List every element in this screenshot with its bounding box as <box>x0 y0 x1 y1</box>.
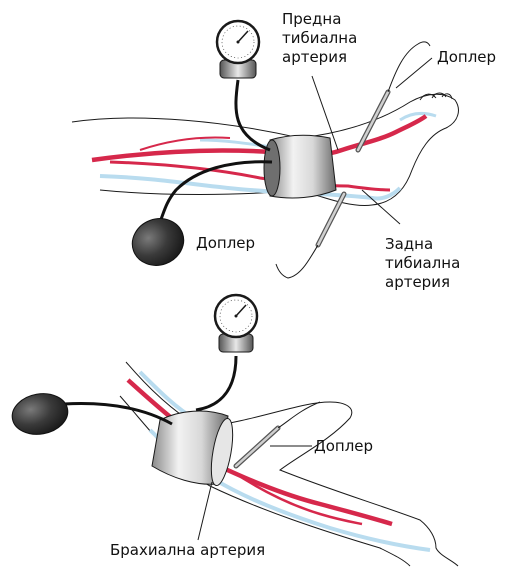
inflation-bulb-icon <box>126 211 191 272</box>
label-doppler-arm: Доплер <box>314 437 373 455</box>
label-anterior-tibial-artery: Предна тибиална артерия <box>282 10 362 66</box>
sphygmomanometer-gauge-icon <box>215 295 257 352</box>
arm-gauge-tube <box>196 356 236 410</box>
blood-pressure-cuff-icon <box>264 135 336 198</box>
label-posterior-tibial-artery: Задна тибиална артерия <box>385 235 465 291</box>
leg-artery-branch <box>110 162 390 190</box>
arm-illustration <box>9 295 458 566</box>
leg-artery-main <box>92 116 426 160</box>
blood-pressure-cuff-icon <box>152 411 237 487</box>
gauge-tube <box>236 80 270 150</box>
sphygmomanometer-gauge-icon <box>217 21 259 78</box>
label-doppler-leg-bottom: Доплер <box>196 234 255 252</box>
label-brachial-artery: Брахиална артерия <box>110 541 265 559</box>
doppler-probe-icon <box>276 194 344 278</box>
inflation-bulb-icon <box>9 389 71 438</box>
toes <box>420 93 452 100</box>
label-doppler-top: Доплер <box>437 48 496 66</box>
leader-brachial <box>198 482 212 540</box>
